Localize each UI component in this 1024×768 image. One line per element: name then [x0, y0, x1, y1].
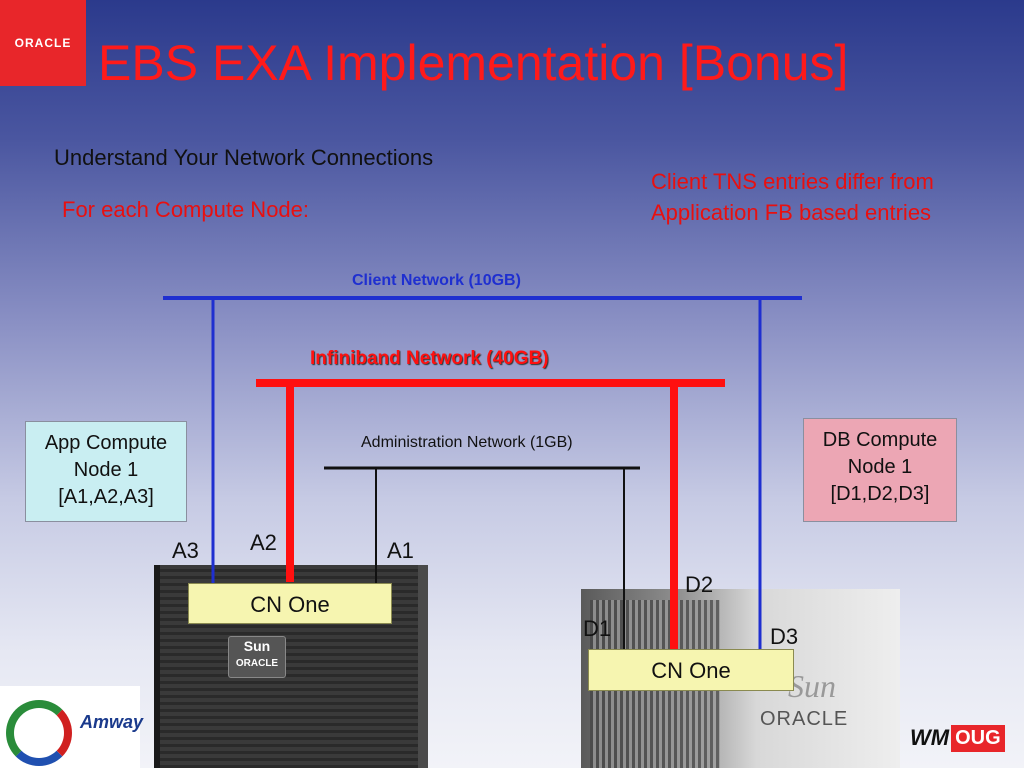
port-d3-label: D3 — [770, 624, 799, 649]
tns-note: Client TNS entries differ from Applicati… — [651, 166, 934, 228]
oracle-logo-text: ORACLE — [14, 36, 72, 50]
amway-ring-graphic — [6, 700, 72, 766]
client-network-label: Client Network (10GB) — [352, 272, 521, 289]
port-a3-label: A3 — [172, 538, 199, 563]
amway-logo-text: Amway — [80, 712, 144, 732]
db-node-line1: DB Compute — [822, 429, 938, 451]
tns-note-line2: Application FB based entries — [651, 200, 932, 225]
port-d2-label: D2 — [685, 572, 714, 597]
db-compute-node-box: DB Compute Node 1 [D1,D2,D3] — [803, 418, 957, 522]
subtitle: Understand Your Network Connections — [54, 145, 434, 170]
db-node-line3: [D1,D2,D3] — [830, 483, 930, 505]
exadata-sun-logo: Sun — [788, 668, 836, 704]
exadata-oracle-logo: ORACLE — [760, 708, 849, 730]
slide-title: EBS EXA Implementation [Bonus] — [98, 35, 849, 91]
wmoug-wm-text: WM — [910, 725, 950, 750]
infiniband-network-label: Infiniband Network (40GB) — [310, 348, 549, 369]
port-a1-label: A1 — [387, 538, 414, 563]
wmoug-oug-text: OUG — [951, 724, 1005, 752]
app-node-line1: App Compute — [44, 432, 168, 454]
sun-badge-top: Sun — [243, 638, 271, 654]
sun-badge-bottom: ORACLE — [235, 658, 279, 669]
compute-node-right-box: CN One — [588, 649, 794, 691]
app-node-line2: Node 1 — [73, 459, 139, 481]
app-node-line3: [A1,A2,A3] — [58, 486, 154, 508]
port-d1-label: D1 — [583, 616, 612, 641]
tns-note-line1: Client TNS entries differ from — [651, 169, 934, 194]
wmoug-logo: WM OUG — [910, 716, 1020, 760]
app-compute-node-box: App Compute Node 1 [A1,A2,A3] — [25, 421, 187, 522]
port-a2-label: A2 — [250, 530, 277, 555]
sun-oracle-badge: Sun ORACLE — [228, 636, 286, 678]
db-node-line2: Node 1 — [847, 456, 913, 478]
for-each-label: For each Compute Node: — [62, 197, 310, 222]
compute-node-left-box: CN One — [188, 583, 392, 624]
oracle-logo: ORACLE — [0, 0, 86, 86]
admin-network-label: Administration Network (1GB) — [361, 434, 573, 451]
